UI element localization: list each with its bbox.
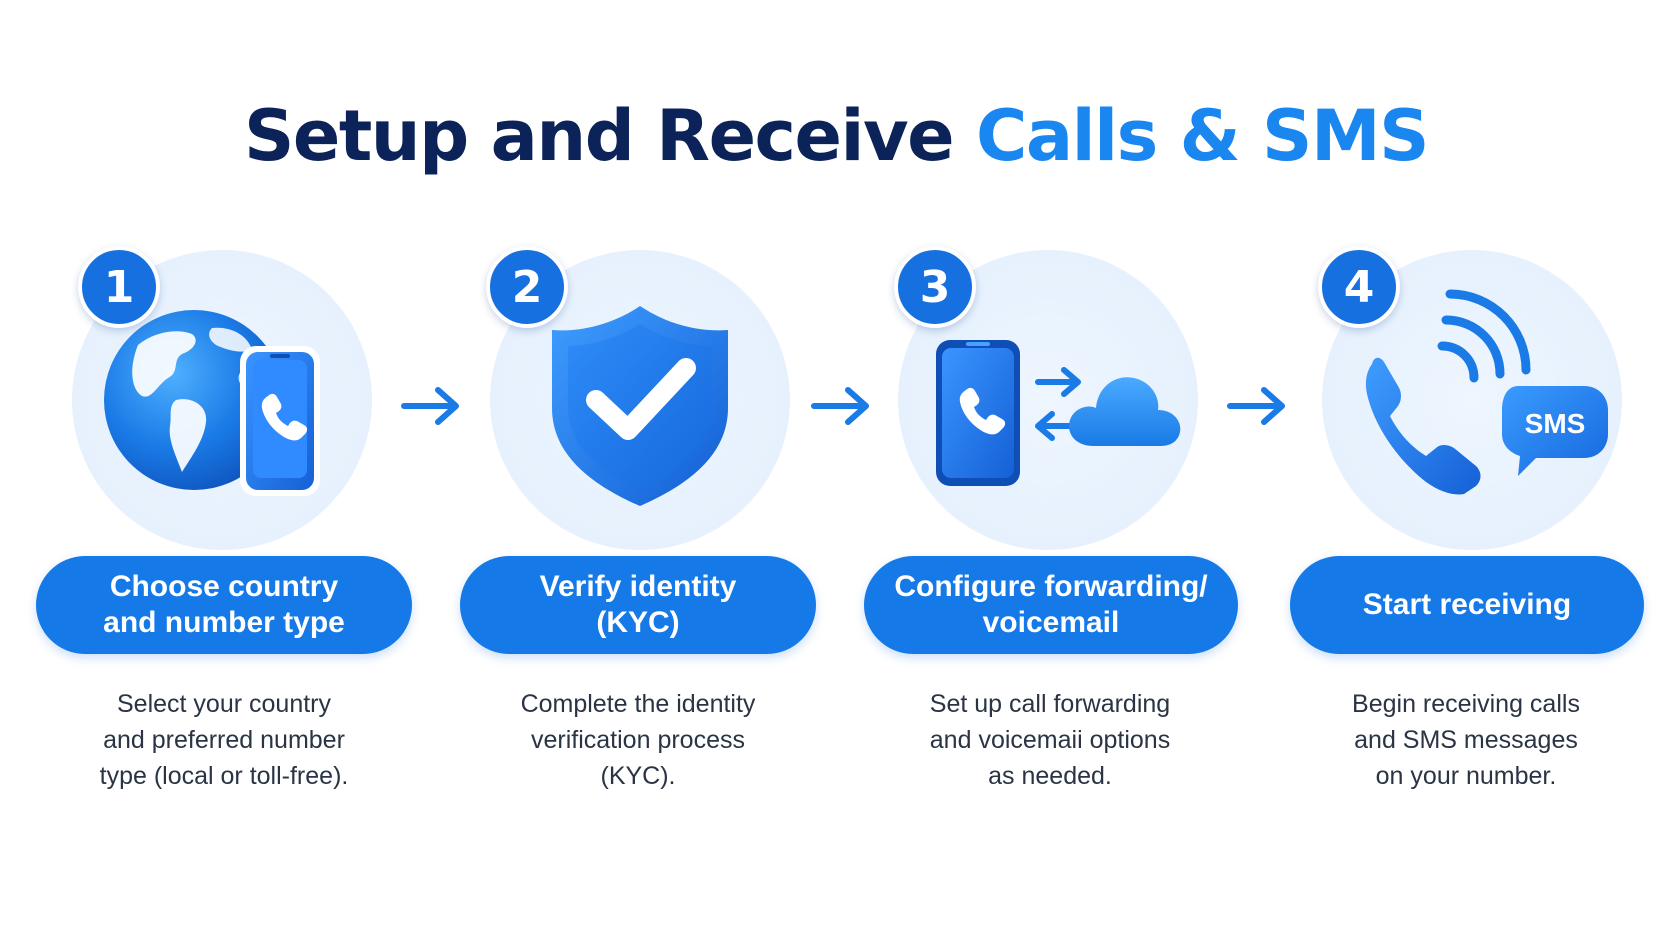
title-main: Setup and Receive	[243, 95, 976, 177]
arrow-3-icon	[1227, 387, 1285, 425]
step-3-badge: 3	[894, 246, 976, 328]
step-3-label-pill: Configure forwarding/ voicemail	[864, 556, 1238, 654]
shield-check-icon	[552, 306, 728, 506]
step-1-label-pill: Choose country and number type	[36, 556, 412, 654]
step-1-label: Choose country and number type	[103, 570, 345, 639]
title-accent: Calls & SMS	[975, 95, 1430, 177]
step-2-badge: 2	[486, 246, 568, 328]
globe-phone-icon	[104, 310, 320, 496]
phone-sms-icon: SMS	[1365, 289, 1608, 495]
step-2-label: Verify identity (KYC)	[539, 570, 737, 639]
arrow-2-icon	[811, 387, 869, 425]
step-2-description: Complete the identity verification proce…	[520, 690, 756, 790]
step-4-description: Begin receiving calls and SMS messages o…	[1352, 690, 1580, 790]
step-2-label-pill: Verify identity (KYC)	[460, 556, 816, 654]
phone-cloud-icon	[936, 340, 1181, 486]
page-title: Setup and Receive Calls & SMS	[0, 98, 1672, 175]
step-3-label: Configure forwarding/ voicemail	[894, 570, 1208, 639]
arrow-1-icon	[401, 387, 459, 425]
step-1-description: Select your country and preferred number…	[99, 690, 349, 790]
step-4-label: Start receiving	[1362, 588, 1572, 621]
step-3-description: Set up call forwarding and voicemaii opt…	[929, 690, 1171, 790]
step-1-badge: 1	[78, 246, 160, 328]
step-4-badge: 4	[1318, 246, 1400, 328]
step-4-label-pill: Start receiving	[1290, 556, 1644, 654]
sms-bubble-text: SMS	[1525, 408, 1586, 439]
